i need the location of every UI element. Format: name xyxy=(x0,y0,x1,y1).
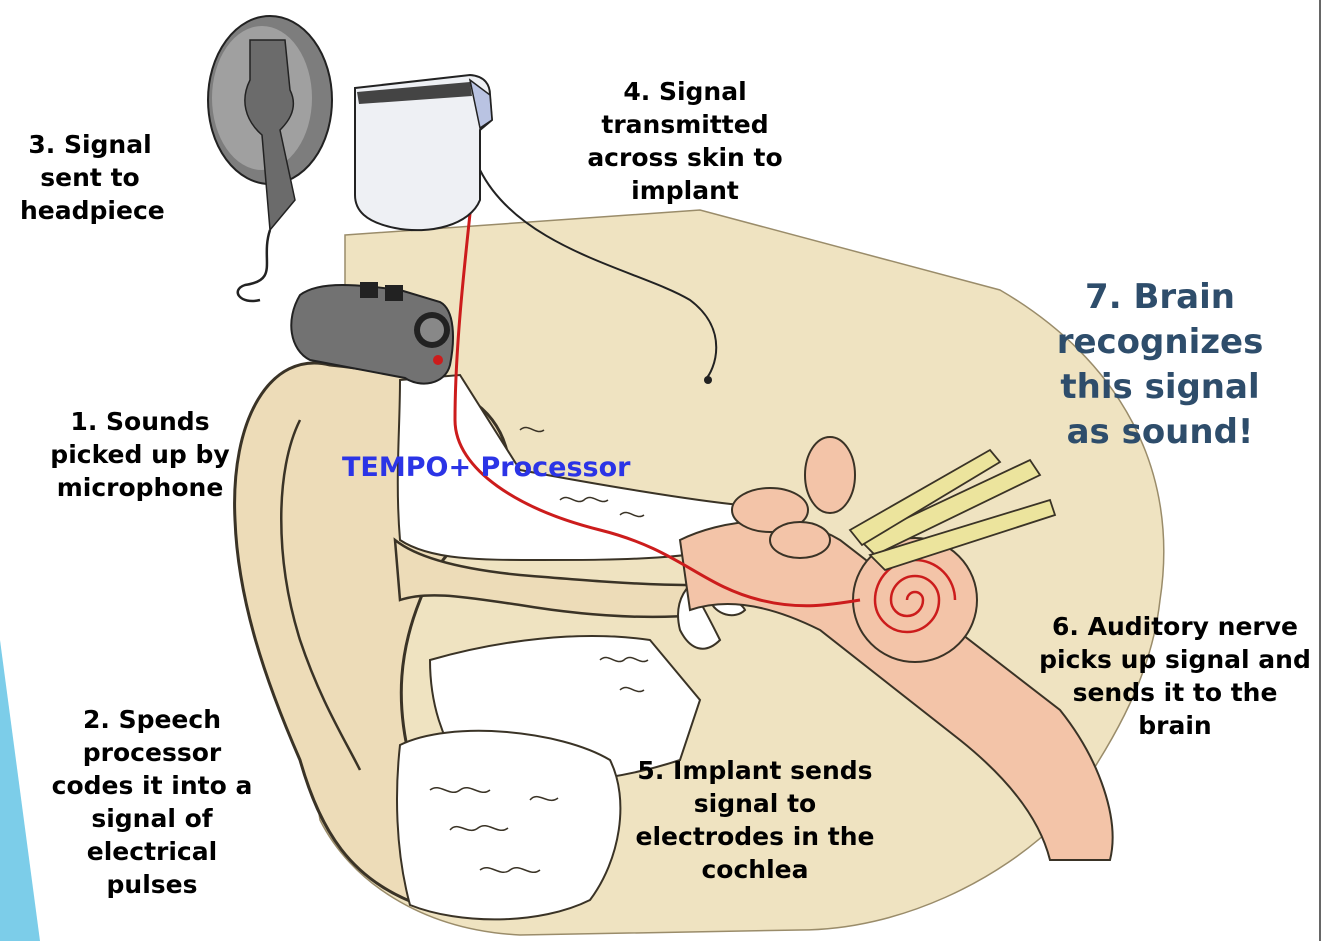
step3-label: 3. Signal sent to headpiece xyxy=(20,128,160,227)
mastoid-air-cells xyxy=(397,731,620,920)
processor-label: TEMPO+ Processor xyxy=(342,452,630,484)
headpiece xyxy=(208,16,332,301)
step2-label: 2. Speech processor codes it into a sign… xyxy=(42,703,262,901)
blue-accent-shape xyxy=(0,640,40,941)
step7-label: 7. Brain recognizes this signal as sound… xyxy=(1050,275,1270,455)
step4-label: 4. Signal transmitted across skin to imp… xyxy=(575,75,795,207)
step5-label: 5. Implant sends signal to electrodes in… xyxy=(620,754,890,886)
step6-label: 6. Auditory nerve picks up signal and se… xyxy=(1025,610,1325,742)
step1-label: 1. Sounds picked up by microphone xyxy=(45,405,235,504)
